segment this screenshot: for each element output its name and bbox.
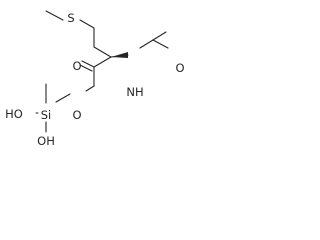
bond-layer — [35, 10, 169, 133]
atom-silicon-label: Si — [41, 108, 52, 122]
bond-acetyl-double-b — [152, 31, 167, 41]
bond-ch2-calpha — [93, 46, 112, 58]
atom-ester-carbonyl-oxygen-label: O — [72, 59, 81, 73]
bond-calpha-to-carbonyl — [93, 56, 112, 68]
stereo-wedge-bond — [111, 52, 128, 58]
atom-sulfur-label: S — [67, 11, 74, 25]
chemical-structure-diagram: S O NH O O Si HO OH — [5, 10, 185, 148]
bond-ester-c-o-double-b — [79, 64, 93, 72]
atom-amide-oxygen-label: O — [175, 61, 184, 75]
bond-methyl-sulfur — [45, 10, 64, 21]
bond-ester-oxygen-link — [85, 85, 95, 92]
bond-ester-oxygen-silicon — [55, 93, 71, 103]
bond-ester-c-o-double-a — [81, 60, 95, 68]
atom-nitrogen-label: NH — [126, 85, 143, 99]
bond-nitrogen-acetyl — [139, 39, 154, 49]
atom-hydroxyl-lower-label: OH — [37, 134, 55, 148]
bond-sulfur-ch2 — [79, 19, 95, 29]
atom-ester-oxygen-label: O — [72, 108, 81, 122]
bond-acetyl-double-a — [152, 39, 169, 49]
atom-hydroxyl-upper-label: HO — [5, 107, 23, 121]
